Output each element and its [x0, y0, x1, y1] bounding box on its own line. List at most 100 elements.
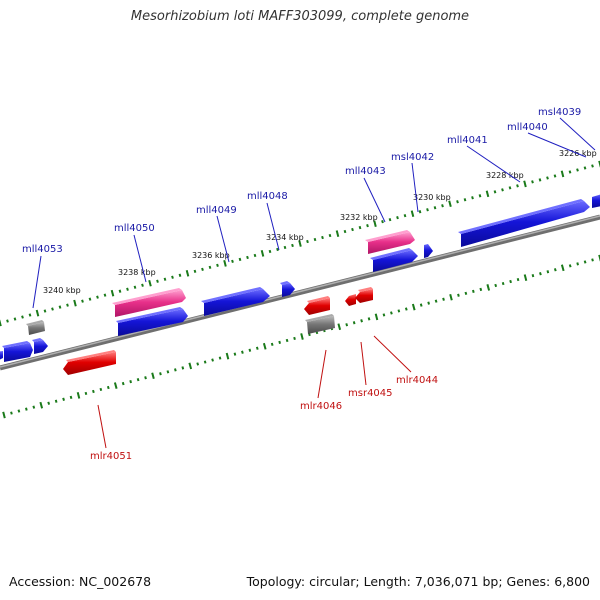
reverse-strand-genes[interactable] [63, 287, 373, 375]
minor-tick [568, 170, 572, 174]
minor-tick [546, 270, 550, 274]
gene-arrow[interactable] [116, 307, 188, 336]
minor-tick [516, 184, 519, 188]
gene-label-mll4053[interactable]: mll4053 [22, 244, 63, 255]
major-tick [0, 319, 2, 327]
major-tick [598, 160, 600, 168]
major-tick [73, 299, 77, 307]
major-tick [151, 372, 155, 380]
minor-tick [241, 350, 244, 354]
gene-arrow-msr4045[interactable] [345, 294, 356, 306]
genome-summary-text: Topology: circular; Length: 7,036,071 bp… [246, 574, 590, 589]
minor-tick [306, 239, 309, 244]
gene-arrow[interactable] [2, 341, 33, 362]
genome-backbone [0, 214, 600, 371]
gene-label-mlr4051[interactable]: mlr4051 [90, 451, 132, 462]
minor-tick [81, 299, 84, 303]
minor-tick [13, 317, 17, 321]
minor-tick [426, 208, 429, 212]
major-tick [188, 362, 193, 370]
gene-label-mll4049[interactable]: mll4049 [196, 205, 237, 216]
gene-label-mll4048[interactable]: mll4048 [247, 191, 288, 202]
minor-tick [21, 315, 24, 319]
minor-tick [509, 279, 512, 284]
forward-strand-genes[interactable] [0, 194, 600, 362]
minor-tick [118, 289, 122, 293]
major-tick [225, 352, 230, 360]
minor-tick [84, 391, 88, 396]
minor-tick [546, 176, 549, 180]
pseudogene-block[interactable] [305, 314, 335, 334]
minor-tick [367, 317, 371, 321]
minor-tick [216, 263, 219, 267]
minor-tick [218, 356, 222, 360]
gene-arrow-mlr4051[interactable] [63, 350, 116, 375]
minor-tick [276, 247, 279, 252]
minor-tick [156, 279, 159, 283]
gene-label-msl4039[interactable]: msl4039 [538, 107, 581, 118]
major-tick [185, 269, 190, 277]
gene-arrow-mlr4044[interactable] [355, 287, 373, 303]
major-tick [35, 309, 40, 317]
gene-label-msl4042[interactable]: msl4042 [391, 152, 434, 163]
minor-tick [133, 285, 137, 289]
minor-tick [129, 380, 132, 384]
minor-tick [32, 405, 36, 409]
minor-tick [381, 220, 384, 224]
minor-tick [591, 164, 594, 168]
minor-tick [553, 174, 557, 178]
pseudogene-block[interactable] [26, 320, 45, 335]
minor-tick [433, 206, 437, 210]
major-tick [523, 180, 527, 188]
minor-tick [531, 274, 535, 278]
gene-arrow-msl4039[interactable] [592, 194, 600, 208]
gene-arrow[interactable] [0, 351, 3, 362]
minor-tick [136, 378, 140, 382]
gene-arrow-msl4042[interactable] [424, 244, 433, 258]
gene-arrow-mll4049[interactable] [201, 287, 270, 316]
gene-arrow-mll4041[interactable] [458, 199, 590, 247]
gene-label-msr4045[interactable]: msr4045 [348, 388, 393, 399]
gene-arrow[interactable] [32, 338, 48, 354]
minor-tick [568, 264, 572, 268]
gene-arrow[interactable] [370, 248, 418, 272]
minor-tick [390, 311, 393, 315]
major-tick [374, 313, 379, 321]
minor-tick [456, 200, 459, 204]
minor-tick [233, 352, 237, 356]
minor-tick [201, 267, 204, 271]
accession-text: Accession: NC_002678 [9, 574, 152, 589]
minor-tick [47, 401, 51, 405]
minor-tick [328, 233, 332, 238]
scale-label: 3236 kbp [192, 251, 230, 260]
gene-label-mll4043[interactable]: mll4043 [345, 166, 386, 177]
minor-tick [293, 336, 296, 341]
gene-label-mlr4044[interactable]: mlr4044 [396, 375, 438, 386]
minor-tick [43, 309, 47, 313]
minor-tick [472, 289, 475, 293]
gene-arrow-mll4043[interactable] [365, 230, 415, 254]
minor-tick [553, 268, 557, 272]
major-tick [113, 382, 118, 389]
minor-tick [6, 319, 9, 323]
major-tick [335, 230, 340, 237]
gene-arrow-mll4048[interactable] [280, 281, 295, 297]
minor-tick [441, 204, 444, 208]
minor-tick [99, 387, 103, 392]
gene-labels-plus: msl4039 mll4040 mll4041 msl4042 mll4043 … [22, 107, 581, 255]
minor-tick [583, 166, 587, 170]
major-tick [260, 250, 265, 257]
minor-tick [508, 186, 512, 190]
minor-tick [471, 196, 474, 200]
gene-label-mll4040[interactable]: mll4040 [507, 122, 548, 133]
gene-label-mlr4046[interactable]: mlr4046 [300, 401, 342, 412]
minor-tick [388, 218, 392, 222]
gene-label-mll4050[interactable]: mll4050 [114, 223, 155, 234]
minor-tick [58, 305, 62, 309]
gene-arrow-mlr4046[interactable] [304, 296, 330, 315]
gene-label-mll4041[interactable]: mll4041 [447, 135, 488, 146]
major-tick [298, 240, 302, 247]
gene-arrow-mll4050[interactable] [112, 288, 186, 317]
major-tick [76, 392, 81, 399]
